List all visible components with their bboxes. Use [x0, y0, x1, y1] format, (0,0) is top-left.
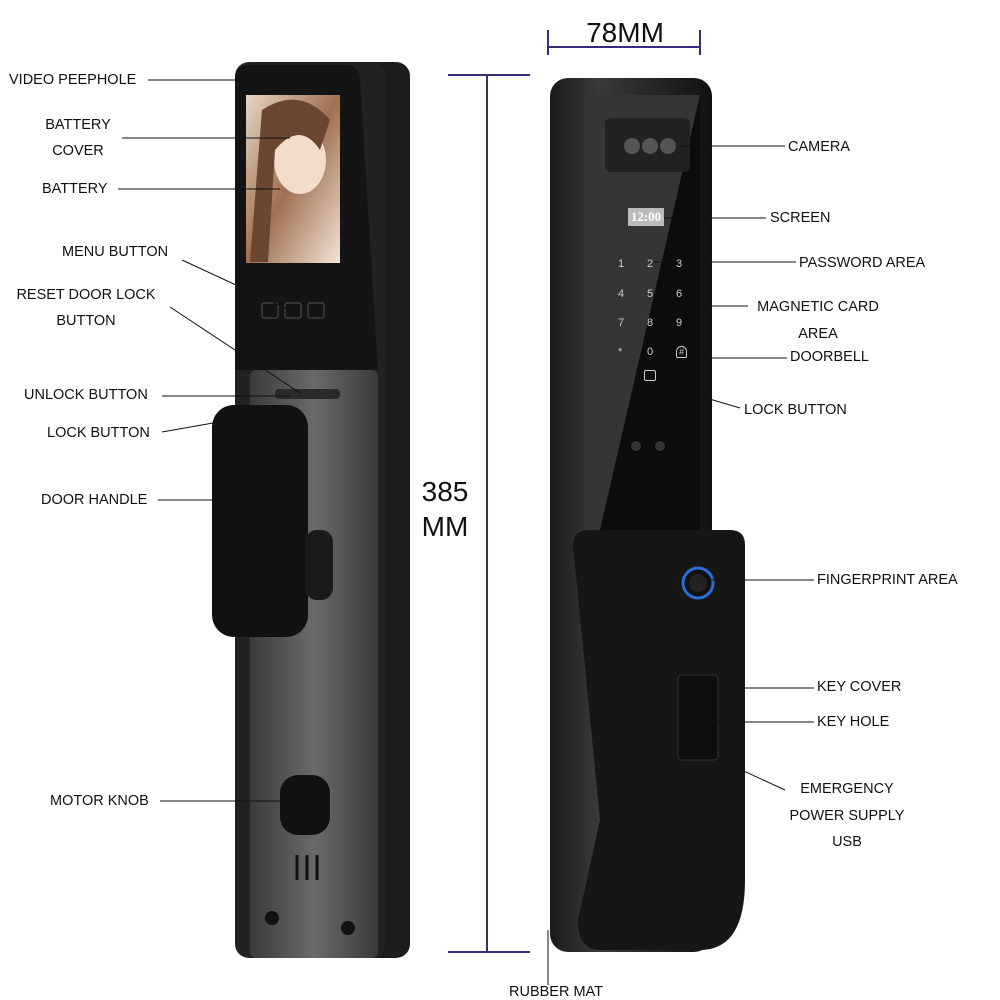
key-7[interactable]: 7 — [618, 317, 625, 329]
label-camera: CAMERA — [788, 139, 851, 155]
unlock-lock-buttons[interactable] — [275, 389, 340, 399]
leader-lines — [118, 79, 814, 802]
door-handle[interactable] — [212, 405, 308, 637]
key-8[interactable]: 8 — [647, 317, 654, 329]
key-1[interactable]: 1 — [618, 258, 625, 270]
label-fingerprint-area: FINGERPRINT AREA — [817, 572, 958, 588]
key-5[interactable]: 5 — [647, 288, 654, 300]
dimension-lines — [448, 30, 701, 953]
key-star[interactable]: * — [618, 346, 623, 358]
label-doorbell: DOORBELL — [790, 349, 869, 365]
label-lock-button-left: LOCK BUTTON — [47, 425, 150, 441]
label-key-cover: KEY COVER — [817, 679, 902, 695]
outdoor-panel — [547, 78, 745, 985]
reset-button[interactable] — [284, 302, 302, 319]
key-cover[interactable] — [677, 674, 719, 761]
key-0[interactable]: 0 — [647, 346, 654, 358]
label-reset-2: BUTTON — [56, 313, 116, 329]
label-unlock-button: UNLOCK BUTTON — [24, 387, 148, 403]
height-dimension-value: 385 — [421, 476, 469, 507]
label-video-peephole: VIDEO PEEPHOLE — [9, 72, 137, 88]
label-key-hole: KEY HOLE — [817, 714, 890, 730]
time-display: 12:00 — [628, 208, 664, 226]
label-screen: SCREEN — [770, 210, 831, 226]
label-battery: BATTERY — [42, 181, 108, 197]
indoor-panel — [212, 62, 410, 958]
doorbell-key-icon[interactable]: # — [676, 346, 688, 358]
key-3[interactable]: 3 — [676, 258, 683, 270]
label-motor-knob: MOTOR KNOB — [50, 793, 149, 809]
label-password-area: PASSWORD AREA — [799, 255, 926, 271]
label-reset-1: RESET DOOR LOCK — [16, 287, 156, 303]
label-door-handle: DOOR HANDLE — [41, 492, 148, 508]
label-magnetic-2: AREA — [798, 326, 838, 342]
height-dimension-unit: MM — [421, 511, 469, 542]
label-menu-button: MENU BUTTON — [62, 244, 169, 260]
label-magnetic-1: MAGNETIC CARD — [757, 299, 879, 315]
label-battery-cover-1: BATTERY — [45, 117, 111, 133]
key-9[interactable]: 9 — [676, 317, 683, 329]
label-emergency-3: USB — [832, 834, 862, 850]
key-6[interactable]: 6 — [676, 288, 683, 300]
key-2[interactable]: 2 — [647, 258, 654, 270]
key-4[interactable]: 4 — [618, 288, 625, 300]
label-emergency-2: POWER SUPPLY — [789, 808, 905, 824]
motor-knob[interactable] — [280, 775, 330, 835]
width-dimension: 78MM — [586, 17, 664, 48]
menu-button[interactable] — [261, 302, 279, 319]
panel-button[interactable] — [307, 302, 325, 319]
label-battery-cover-2: COVER — [52, 143, 104, 159]
lock-key-icon[interactable] — [644, 370, 656, 381]
outdoor-handle[interactable] — [573, 530, 745, 950]
label-lock-button-right: LOCK BUTTON — [744, 402, 847, 418]
label-rubber-mat: RUBBER MAT — [509, 984, 603, 1000]
label-emergency-1: EMERGENCY — [800, 781, 894, 797]
